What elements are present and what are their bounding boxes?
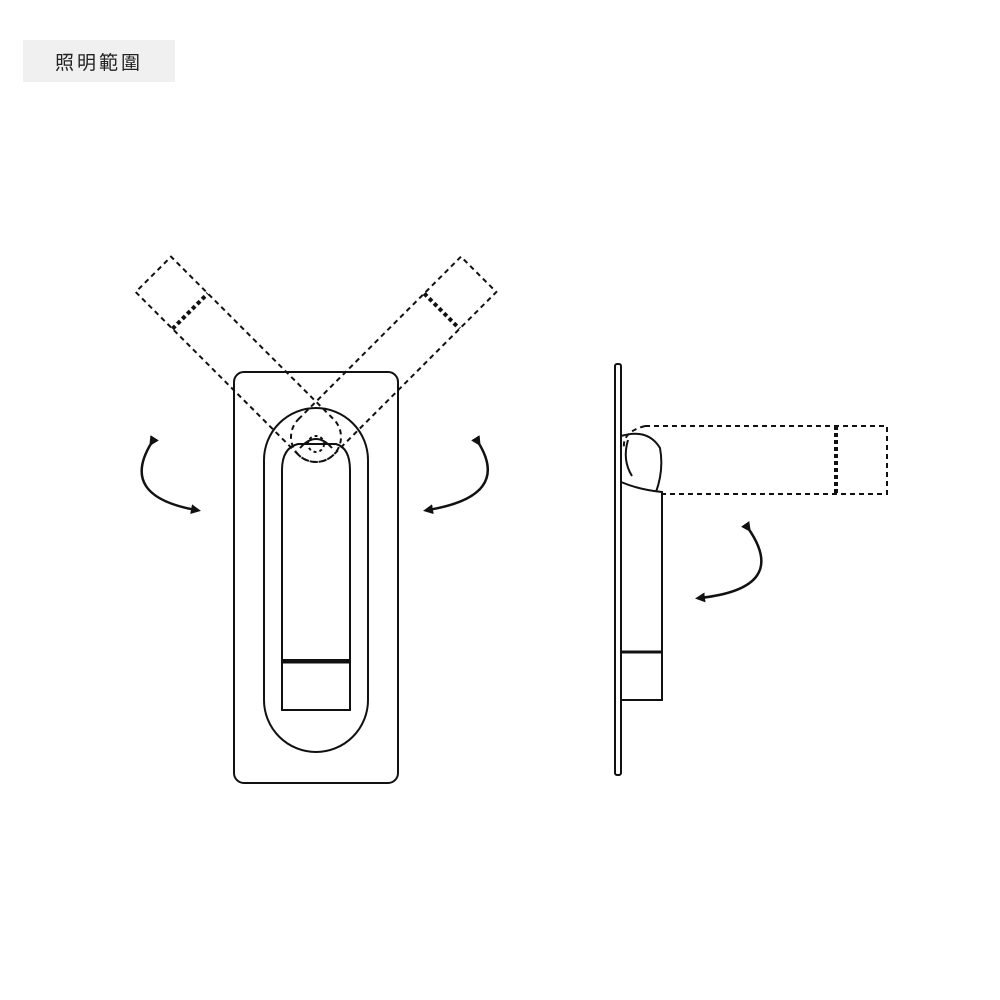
side-wall-plate (614, 363, 622, 776)
front-wall-plate (233, 371, 399, 784)
front-pivot-knob (299, 438, 333, 449)
rotate-arrow-left (140, 435, 201, 515)
side-lamp-horizontal-position (622, 425, 888, 495)
side-pivot-head (620, 432, 663, 493)
front-lamp-arm (281, 443, 351, 660)
section-label-text: 照明範圍 (54, 51, 143, 74)
front-recess (263, 407, 369, 753)
rotate-arrow-right (423, 435, 489, 515)
front-view (233, 371, 399, 784)
section-label: 照明範圍 (23, 40, 175, 82)
rotate-arrow-side (695, 521, 763, 603)
side-lamp-body (620, 481, 663, 701)
side-view (614, 363, 663, 776)
front-switch-box (281, 659, 351, 711)
